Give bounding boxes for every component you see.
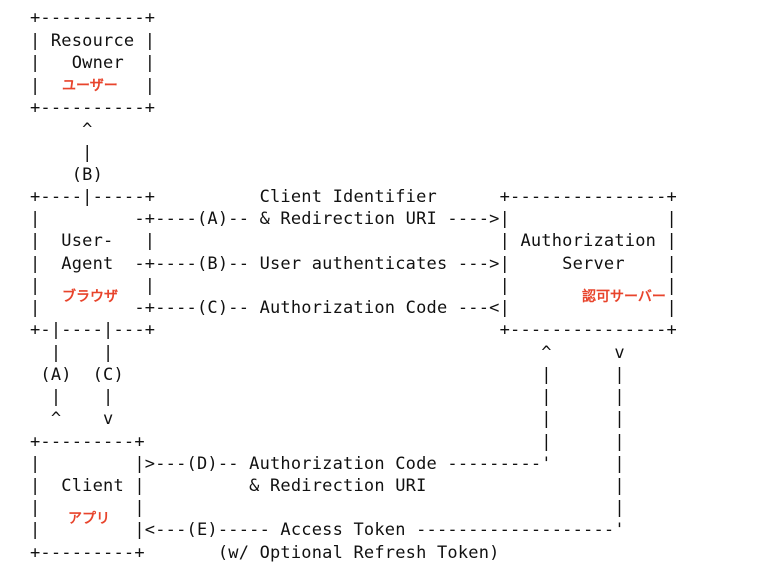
authorization-server-label: 認可サーバー bbox=[582, 289, 666, 305]
diagram-line: | User- | | Authorization | bbox=[30, 231, 677, 251]
diagram-line: +----|-----+ Client Identifier +--------… bbox=[30, 187, 677, 207]
diagram-line: +---------+ (w/ Optional Refresh Token) bbox=[30, 543, 500, 563]
diagram-line: ^ bbox=[30, 120, 93, 140]
diagram-line: | Resource | bbox=[30, 31, 156, 51]
diagram-line: +---------+ | | bbox=[30, 432, 625, 452]
resource-owner-label: ユーザー bbox=[62, 78, 118, 94]
diagram-line: (B) bbox=[30, 165, 104, 185]
diagram-line: | Client | & Redirection URI | bbox=[30, 476, 625, 496]
diagram-line: | -+----(C)-- Authorization Code ---<| | bbox=[30, 298, 677, 318]
diagram-line: | | | | bbox=[30, 387, 625, 407]
diagram-line: | Owner | bbox=[30, 53, 156, 73]
diagram-line: | -+----(A)-- & Redirection URI ---->| | bbox=[30, 209, 677, 229]
diagram-line: | | | | bbox=[30, 276, 677, 296]
diagram-line: | |<---(E)----- Access Token -----------… bbox=[30, 520, 625, 540]
diagram-line: +-|----|---+ +---------------+ bbox=[30, 320, 677, 340]
user-agent-label: ブラウザ bbox=[62, 289, 118, 305]
diagram-line: (A) (C) | | bbox=[30, 365, 625, 385]
diagram-line: ^ v | | bbox=[30, 409, 625, 429]
client-label: アプリ bbox=[68, 511, 110, 527]
diagram-line: +----------+ bbox=[30, 98, 156, 118]
diagram-line: | | bbox=[30, 76, 156, 96]
diagram-line: +----------+ bbox=[30, 8, 156, 28]
diagram-line: | |>---(D)-- Authorization Code --------… bbox=[30, 454, 625, 474]
diagram-line: | | ^ v bbox=[30, 343, 625, 363]
diagram-line: | Agent -+----(B)-- User authenticates -… bbox=[30, 254, 677, 274]
diagram-line: | bbox=[30, 143, 93, 163]
diagram-line: | | | bbox=[30, 498, 625, 518]
